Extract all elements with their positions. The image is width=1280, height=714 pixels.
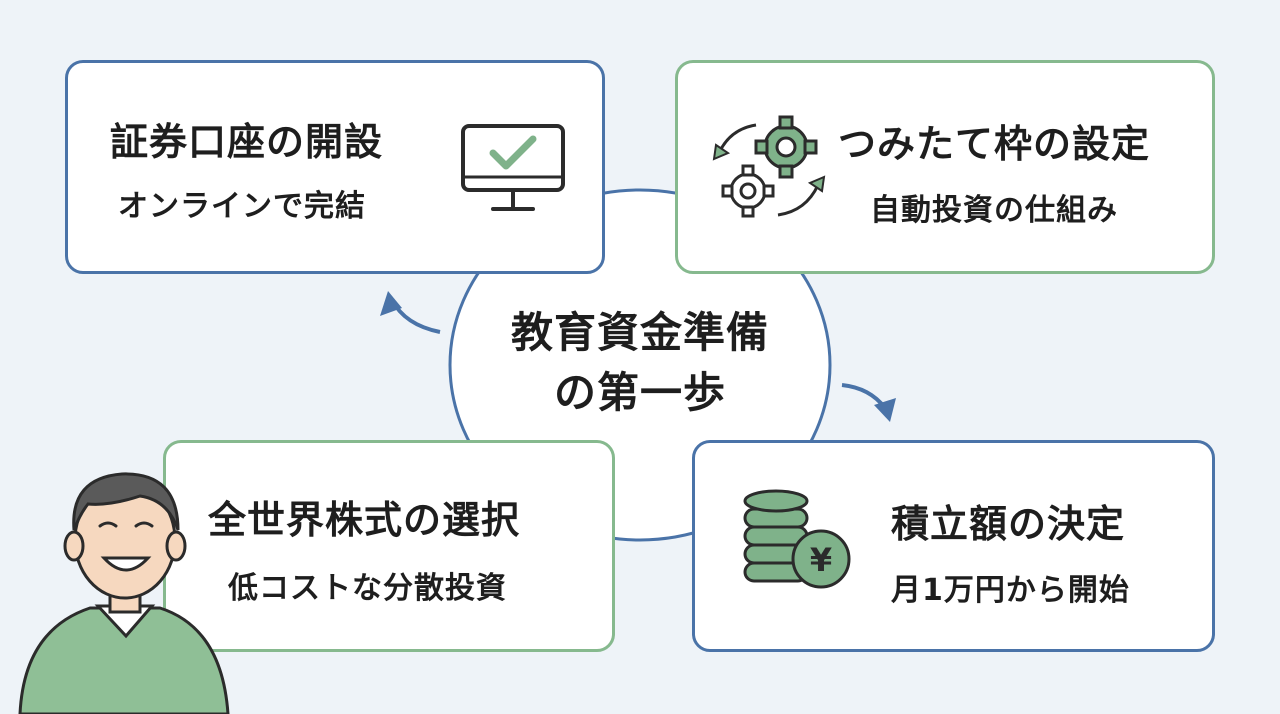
- step-title: 全世界株式の選択: [208, 498, 521, 542]
- arrow-head-bottom-right: [874, 398, 896, 422]
- step-subtitle: オンラインで完結: [118, 189, 366, 224]
- step-card-tsumitate: つみたて枠の設定 自動投資の仕組み: [675, 60, 1215, 274]
- coins-yen-icon: ¥: [743, 489, 851, 589]
- gears-cycle-icon: [712, 115, 826, 218]
- step-card-account: 証券口座の開設 オンラインで完結: [65, 60, 605, 274]
- eye-right: [134, 521, 154, 528]
- step-subtitle: 月1万円から開始: [891, 573, 1130, 608]
- ear-left: [63, 530, 85, 562]
- yen-glyph: ¥: [810, 541, 832, 579]
- eye-left: [98, 521, 118, 528]
- step-title: つみたて枠の設定: [838, 122, 1151, 166]
- step-title: 証券口座の開設: [110, 120, 384, 164]
- step-card-amount: ¥ 積立額の決定 月1万円から開始: [692, 440, 1215, 652]
- center-line-1: 教育資金準備: [510, 308, 769, 357]
- hair: [72, 472, 180, 531]
- ear-right: [165, 530, 187, 562]
- person-illustration: [18, 472, 230, 714]
- step-subtitle: 自動投資の仕組み: [870, 193, 1118, 228]
- step-card-global-stocks: 全世界株式の選択 低コストな分散投資: [163, 440, 615, 652]
- step-title: 積立額の決定: [891, 502, 1126, 546]
- smile: [100, 556, 152, 572]
- arrow-head-top-left: [380, 291, 402, 316]
- center-line-2: の第一歩: [553, 368, 726, 417]
- center-label: 教育資金準備 の第一歩: [455, 268, 825, 458]
- step-subtitle: 低コストな分散投資: [228, 571, 507, 606]
- monitor-check-icon: [461, 124, 565, 211]
